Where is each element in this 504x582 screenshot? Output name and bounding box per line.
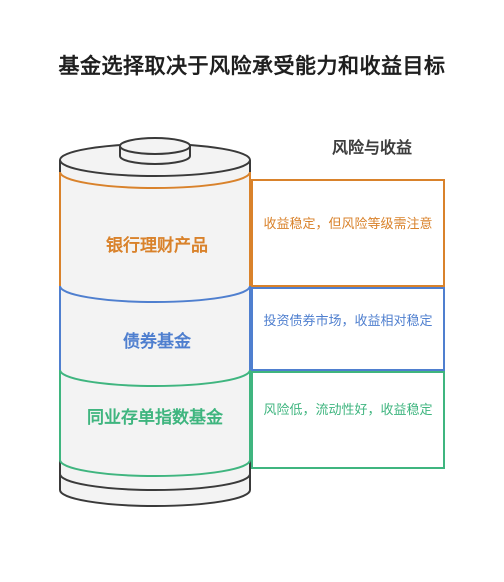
desc-box-blue xyxy=(251,287,445,371)
desc-box-orange xyxy=(251,179,445,287)
desc-ncd-index-fund: 风险低，流动性好，收益稳定 xyxy=(263,403,433,418)
desc-box-green xyxy=(251,371,445,469)
cylinder-body xyxy=(59,160,251,507)
layer-label-bank-wealth: 银行理财产品 xyxy=(106,236,208,256)
cylinder-cap-top xyxy=(119,137,191,155)
band-blue-green-edge xyxy=(59,369,251,387)
cylinder-base xyxy=(59,473,251,491)
desc-bond-fund: 投资债券市场，收益相对稳定 xyxy=(263,314,433,329)
band-orange-blue-edge xyxy=(59,285,251,303)
column-header: 风险与收益 xyxy=(331,138,412,157)
layer-label-ncd-index-fund: 同业存单指数基金 xyxy=(87,408,223,428)
desc-bank-wealth: 收益稳定，但风险等级需注意 xyxy=(263,217,433,232)
band-bottom-edge xyxy=(59,459,251,477)
band-top-edge xyxy=(59,171,251,189)
diagram-title: 基金选择取决于风险承受能力和收益目标 xyxy=(58,54,446,78)
layer-label-bond-fund: 债券基金 xyxy=(123,332,191,352)
